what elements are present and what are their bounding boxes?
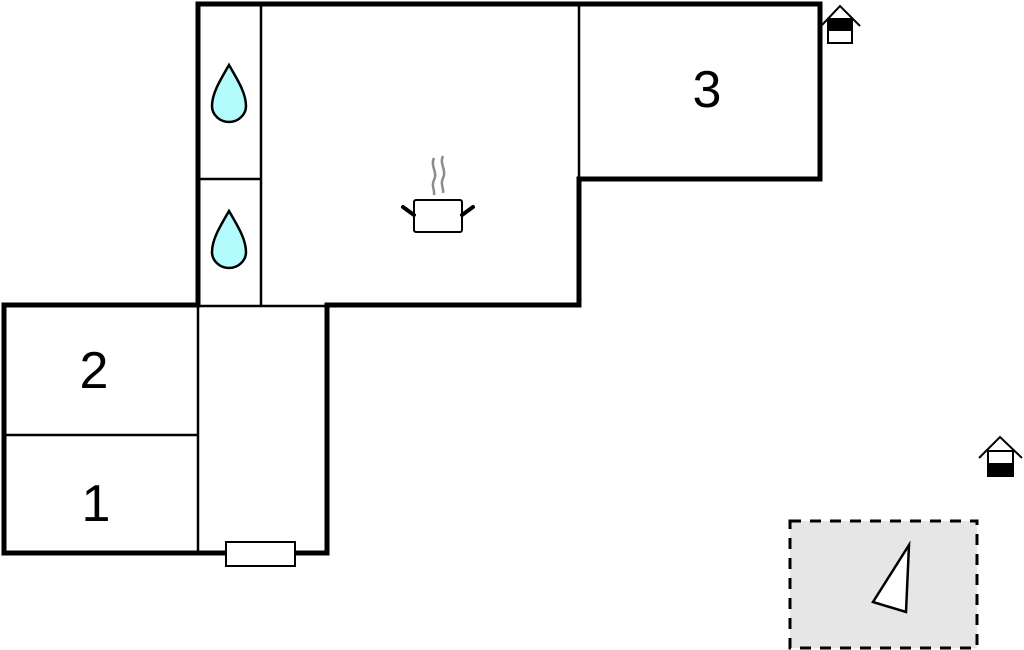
exterior-walls	[1, 1, 823, 556]
room-label-2: 2	[80, 342, 109, 400]
house-entrance-icon	[821, 4, 861, 44]
water-drop-icon	[210, 208, 248, 270]
window	[225, 541, 296, 567]
room-label-1: 1	[82, 475, 111, 533]
water-drop-icon	[210, 62, 248, 124]
interior-walls	[4, 4, 581, 553]
room-label-3: 3	[693, 61, 722, 119]
compass-arrow-icon	[871, 540, 911, 614]
house-entrance-icon	[978, 435, 1023, 477]
cooking-pot-icon	[401, 155, 475, 233]
